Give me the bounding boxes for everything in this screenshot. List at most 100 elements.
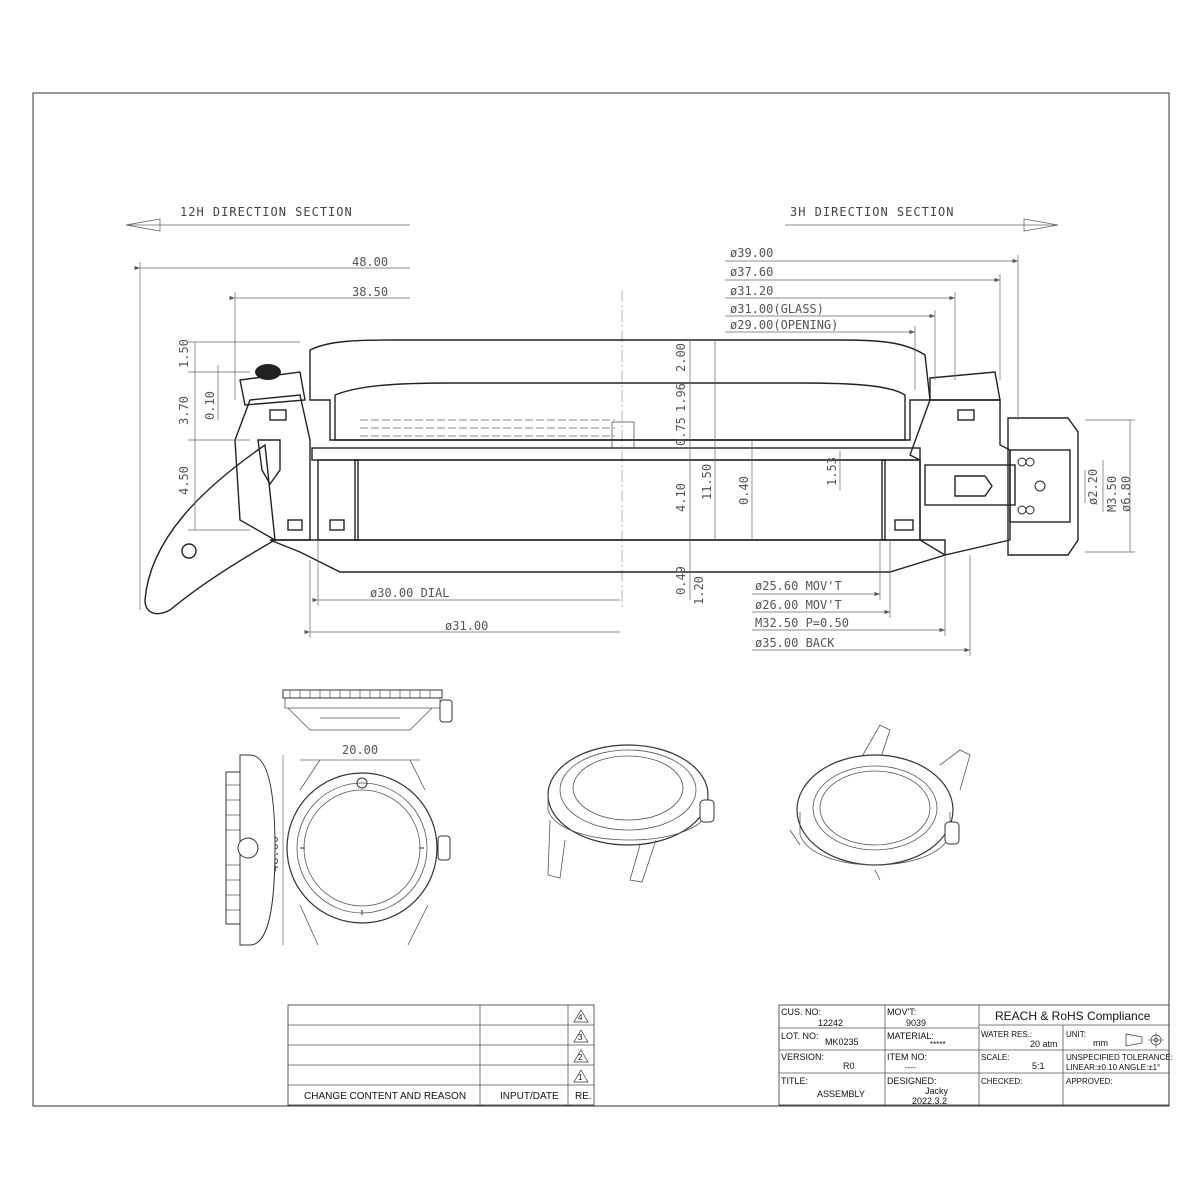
water: 20 atm [1030,1039,1058,1049]
dial-markers [360,419,615,437]
title: ASSEMBLY [817,1089,865,1099]
gasket-mid [329,519,345,531]
dim-25-6-movt: ø25.60 MOV'T [755,579,842,593]
case-right-wall [909,399,1011,556]
dim-3-70: 3.70 [177,396,191,425]
unit: mm [1093,1038,1108,1048]
dim-35-back: ø35.00 BACK [755,636,835,650]
dim-48: 48.00 [352,255,388,269]
designer: Jacky [925,1086,949,1096]
bezel-section [309,339,931,441]
stem-tip [954,475,993,497]
dim-30-dial: ø30.00 DIAL [370,586,449,600]
gasket-right [894,519,914,531]
section-label-3h: 3H DIRECTION SECTION [790,205,955,219]
dims-right-vertical: ø2.20 M3.50 ø6.80 [1084,419,1135,553]
view-left-side [225,754,276,946]
lume-pip [255,364,281,380]
movt: 9039 [906,1018,926,1028]
dims-top-left: 48.00 38.50 [134,255,410,610]
dim-2-00: 2.00 [674,343,688,372]
rev-3: 3 [578,1033,583,1042]
input-header: INPUT/DATE [500,1091,559,1102]
re-header: RE. [575,1091,592,1102]
dim-m3-50: M3.50 [1105,476,1119,512]
dim-37-6: ø37.60 [730,265,773,279]
projection-circle-icon [1148,1032,1164,1048]
unit-label: UNIT: [1066,1030,1086,1039]
dim-26-movt: ø26.00 MOV'T [755,598,842,612]
crystal [334,382,906,441]
version-label: VERSION: [781,1052,824,1062]
cross-section [144,339,1079,615]
dim-m32-5: M32.50 P=0.50 [755,616,849,630]
crown-tube [924,464,1016,506]
scale: 5:1 [1032,1061,1045,1071]
checked-label: CHECKED: [981,1077,1022,1086]
dim-11-50: 11.50 [700,464,714,500]
cus-no-label: CUS. NO: [781,1007,821,1017]
dim-29-opening: ø29.00(OPENING) [730,318,838,332]
lug-strap [144,443,276,615]
dims-left-vertical: 1.50 0.10 3.70 4.50 [177,339,300,531]
dim-39: ø39.00 [730,246,773,260]
designed-label: DESIGNED: [887,1076,937,1086]
dim-4-10: 4.10 [674,483,688,512]
movement-ring-right [881,459,921,541]
movement-ring-left [317,459,359,541]
section-label-12h: 12H DIRECTION SECTION [180,205,353,219]
scale-label: SCALE: [981,1053,1009,1062]
dim-31-glass: ø31.00(GLASS) [730,302,824,316]
tolerance-label: UNSPECIFIED TOLERANCE: [1066,1053,1173,1062]
version: R0 [843,1061,855,1071]
dim-31-2: ø31.20 [730,284,773,298]
design-date: 2022.3.2 [912,1096,947,1106]
rev-4: 4 [578,1013,583,1022]
approved-label: APPROVED: [1066,1077,1113,1086]
gasket-bezel-right [957,409,975,421]
material: ***** [930,1040,946,1049]
item: ---- [905,1063,916,1072]
rev-2: 2 [578,1053,583,1062]
crown [1007,417,1079,556]
hand-stack [611,421,635,449]
dim-d2-20: ø2.20 [1086,469,1100,505]
compliance: REACH & RoHS Compliance [995,1009,1151,1023]
tolerance: LINEAR:±0.10 ANGLE:±1° [1066,1063,1160,1072]
crown-inner [1009,449,1071,523]
view-iso-back [789,724,971,881]
change-header: CHANGE CONTENT AND REASON [304,1091,466,1102]
title-label: TITLE: [781,1076,808,1086]
bezel-insert-right [929,371,1001,401]
dim-0-49: 0.49 [674,566,688,595]
dim-view-20: 20.00 [342,743,378,757]
dim-31-bottom: ø31.00 [445,619,488,633]
dim-1-50: 1.50 [177,339,191,368]
movement [354,459,886,541]
item-label: ITEM NO: [887,1052,927,1062]
dim-0-10: 0.10 [203,391,217,420]
dim-0-75: 0.75 [674,417,688,446]
case-left-wall [234,394,311,541]
section-label-right: 3H DIRECTION SECTION [785,205,1059,232]
rev-1: 1 [578,1073,583,1082]
dim-1-53: 1.53 [825,457,839,486]
section-label-left: 12H DIRECTION SECTION [125,205,410,232]
dim-4-50: 4.50 [177,466,191,495]
crown-spring [1017,457,1046,515]
view-side-profile [282,689,453,731]
dims-bottom: ø30.00 DIAL ø31.00 ø25.60 MOV'T ø26.00 M… [304,540,971,656]
gasket-left [287,519,303,531]
water-label: WATER RES.: [981,1030,1032,1039]
lot-no: MK0235 [825,1037,859,1047]
cus-no: 12242 [818,1018,843,1028]
view-front: 20.00 48.00 [267,743,451,946]
lot-no-label: LOT. NO: [781,1031,819,1041]
projection-cone-icon [1125,1033,1143,1047]
dims-top-right: ø39.00 ø37.60 ø31.20 ø31.00(GLASS) ø29.0… [725,246,1019,420]
caseback [269,539,946,573]
dim-38-5: 38.50 [352,285,388,299]
sheet-border [32,92,1170,1107]
dim-1-96: 1.96 [674,383,688,412]
